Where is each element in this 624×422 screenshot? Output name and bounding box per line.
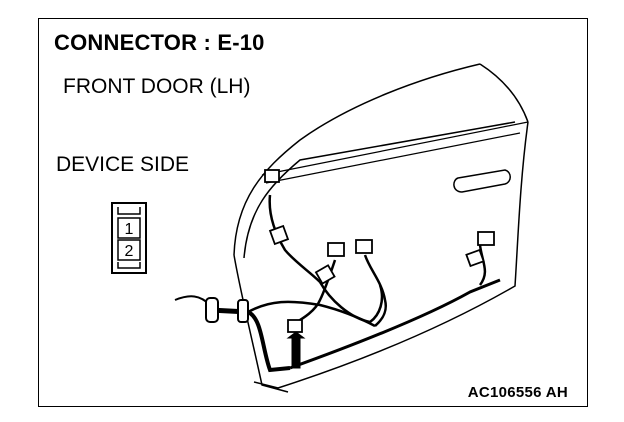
pin-2-label: 2 xyxy=(125,243,134,260)
connector-face: 1 2 xyxy=(111,202,147,274)
harness-connectors xyxy=(264,169,495,333)
pin-2-cell xyxy=(117,239,141,261)
device-side-label: DEVICE SIDE xyxy=(56,153,190,176)
grommet xyxy=(205,297,249,323)
door-location-label: FRONT DOOR (LH) xyxy=(63,75,251,98)
connector-e10 xyxy=(287,319,303,333)
reference-code: AC106556 AH xyxy=(467,384,568,401)
door-panel-outline xyxy=(233,63,529,393)
pointer-arrow-icon xyxy=(286,331,306,369)
connector-title: CONNECTOR : E-10 xyxy=(54,30,265,55)
pin-1-label: 1 xyxy=(125,221,134,238)
diagram-frame xyxy=(38,18,588,407)
pin-1-cell xyxy=(117,217,141,239)
wiring-harness xyxy=(174,194,501,373)
